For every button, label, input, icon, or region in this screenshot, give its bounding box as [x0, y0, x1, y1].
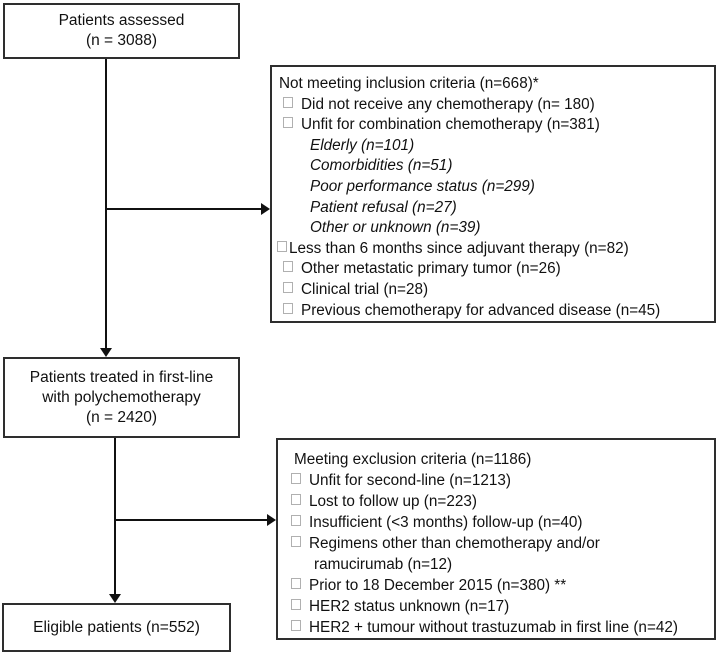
list-item: HER2 + tumour without trastuzumab in fir…	[278, 617, 714, 638]
box-firstline-polychemotherapy: Patients treated in first-line with poly…	[3, 357, 240, 438]
box-patients-assessed-line1: Patients assessed	[58, 12, 185, 29]
checkbox-icon	[291, 473, 301, 484]
list-item: Previous chemotherapy for advanced disea…	[272, 301, 714, 322]
item-text: Regimens other than chemotherapy and/or	[309, 535, 600, 552]
item-text: Patient refusal (n=27)	[310, 198, 457, 216]
item-text: HER2 + tumour without trastuzumab in fir…	[309, 619, 678, 636]
list-item: Insufficient (<3 months) follow-up (n=40…	[278, 512, 714, 533]
exclusion2-title: Meeting exclusion criteria (n=1186)	[294, 451, 532, 468]
checkbox-icon	[291, 578, 301, 589]
checkbox-icon	[283, 261, 293, 273]
box-eligible-label: Eligible patients (n=552)	[33, 618, 200, 636]
item-text: Previous chemotherapy for advanced disea…	[301, 301, 661, 319]
box-firstline-line1: Patients treated in first-line	[29, 368, 214, 386]
list-item: Other metastatic primary tumor (n=26)	[272, 259, 714, 280]
arrowhead-down-icon	[100, 348, 112, 357]
item-text: Other metastatic primary tumor (n=26)	[301, 260, 561, 278]
item-text: Clinical trial (n=28)	[301, 280, 429, 298]
item-text: Comorbidities (n=51)	[310, 157, 453, 175]
item-text: Prior to 18 December 2015 (n=380) **	[309, 577, 567, 594]
item-text: Unfit for second-line (n=1213)	[309, 472, 511, 489]
item-text: HER2 status unknown (n=17)	[309, 598, 510, 615]
list-item: Did not receive any chemotherapy (n= 180…	[272, 95, 714, 116]
item-text: Insufficient (<3 months) follow-up (n=40…	[309, 514, 583, 531]
item-text: ramucirumab (n=12)	[314, 556, 453, 573]
connector-horizontal-1	[106, 208, 264, 210]
checkbox-icon	[283, 96, 293, 108]
list-subitem: Poor performance status (n=299)	[272, 177, 714, 198]
item-text: Did not receive any chemotherapy (n= 180…	[301, 95, 595, 113]
box-firstline-count: (n = 2420)	[85, 408, 158, 426]
list-item: Prior to 18 December 2015 (n=380) **	[278, 575, 714, 596]
box-eligible-patients: Eligible patients (n=552)	[2, 603, 231, 652]
checkbox-icon	[291, 599, 301, 610]
box-meeting-exclusion-criteria: Meeting exclusion criteria (n=1186) Unfi…	[276, 438, 716, 640]
arrowhead-right-icon	[261, 203, 270, 215]
box-firstline-line2: with polychemotherapy	[42, 388, 201, 406]
checkbox-icon	[277, 240, 287, 252]
checkbox-icon	[283, 117, 293, 129]
item-text: Less than 6 months since adjuvant therap…	[289, 239, 629, 257]
list-item: Unfit for combination chemotherapy (n=38…	[272, 115, 714, 136]
exclusion1-title: Not meeting inclusion criteria (n=668)*	[279, 75, 539, 92]
list-item: Less than 6 months since adjuvant therap…	[272, 239, 714, 260]
list-item-continuation: ramucirumab (n=12)	[278, 554, 714, 575]
box-patients-assessed: Patients assessed (n = 3088)	[3, 3, 240, 59]
box-not-meeting-inclusion-criteria: Not meeting inclusion criteria (n=668)* …	[270, 65, 716, 323]
arrowhead-right-icon	[267, 514, 276, 526]
checkbox-icon	[291, 536, 301, 547]
checkbox-icon	[283, 281, 293, 293]
box-patients-assessed-count: (n = 3088)	[85, 32, 158, 49]
list-item: Regimens other than chemotherapy and/or	[278, 533, 714, 554]
list-subitem: Elderly (n=101)	[272, 136, 714, 157]
list-item: Unfit for second-line (n=1213)	[278, 470, 714, 491]
connector-vertical-2	[114, 438, 116, 595]
connector-horizontal-2	[115, 519, 268, 521]
item-text: Unfit for combination chemotherapy (n=38…	[301, 116, 600, 134]
list-item: Lost to follow up (n=223)	[278, 491, 714, 512]
item-text: Other or unknown (n=39)	[310, 219, 481, 237]
checkbox-icon	[283, 302, 293, 314]
item-text: Elderly (n=101)	[310, 136, 415, 154]
arrowhead-down-icon	[109, 594, 121, 603]
checkbox-icon	[291, 515, 301, 526]
item-text: Lost to follow up (n=223)	[309, 493, 477, 510]
list-item: Clinical trial (n=28)	[272, 280, 714, 301]
connector-vertical-1	[105, 59, 107, 349]
checkbox-icon	[291, 620, 301, 631]
checkbox-icon	[291, 494, 301, 505]
list-subitem: Other or unknown (n=39)	[272, 218, 714, 239]
list-subitem: Patient refusal (n=27)	[272, 198, 714, 219]
list-item: HER2 status unknown (n=17)	[278, 596, 714, 617]
item-text: Poor performance status (n=299)	[310, 177, 535, 195]
list-subitem: Comorbidities (n=51)	[272, 156, 714, 177]
